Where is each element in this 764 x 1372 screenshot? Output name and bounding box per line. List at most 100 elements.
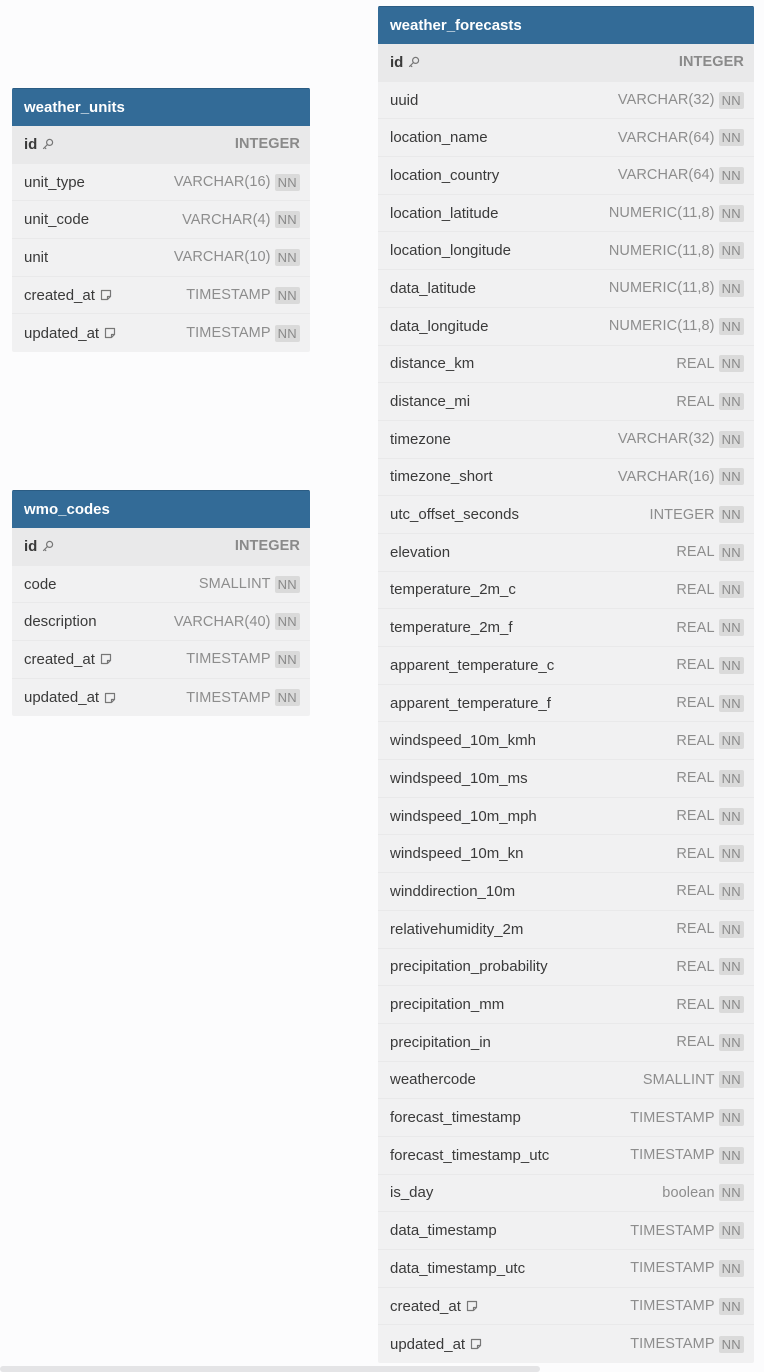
key-icon bbox=[42, 138, 54, 150]
note-icon[interactable] bbox=[100, 289, 112, 301]
primary-key-row[interactable]: id INTEGER bbox=[12, 528, 310, 566]
not-null-badge: NN bbox=[718, 1071, 744, 1089]
note-icon[interactable] bbox=[104, 692, 116, 704]
column-name-cell: created_at bbox=[390, 1298, 630, 1315]
column-name-cell: unit_code bbox=[24, 211, 182, 228]
note-icon[interactable] bbox=[100, 653, 112, 665]
column-type: NUMERIC(11,8) bbox=[608, 205, 715, 222]
column-name: location_country bbox=[390, 166, 500, 184]
column-name-cell: apparent_temperature_c bbox=[390, 657, 676, 674]
column-name-cell: winddirection_10m bbox=[390, 883, 676, 900]
not-null-badge: NN bbox=[718, 694, 744, 712]
table-header-weather-forecasts[interactable]: weather_forecasts bbox=[378, 6, 754, 44]
note-icon[interactable] bbox=[104, 327, 116, 339]
column-name-cell: elevation bbox=[390, 544, 676, 561]
table-header-weather-units[interactable]: weather_units bbox=[12, 88, 310, 126]
column-type: TIMESTAMP bbox=[630, 1260, 715, 1277]
column-name-cell: precipitation_mm bbox=[390, 996, 676, 1013]
column-name-cell: unit_type bbox=[24, 174, 174, 191]
column-type: INTEGER bbox=[678, 54, 744, 71]
not-null-badge: NN bbox=[718, 807, 744, 825]
column-name: elevation bbox=[390, 543, 451, 561]
column-name-cell: uuid bbox=[390, 92, 618, 109]
column-name-cell: updated_at bbox=[24, 689, 186, 706]
horizontal-scrollbar[interactable] bbox=[0, 1366, 540, 1372]
column-type: INTEGER bbox=[234, 538, 300, 555]
column-type: boolean bbox=[662, 1184, 715, 1201]
not-null-badge: NN bbox=[718, 129, 744, 147]
column-type: TIMESTAMP bbox=[186, 325, 271, 342]
column-type: TIMESTAMP bbox=[186, 287, 271, 304]
column-name-cell: id bbox=[390, 54, 679, 71]
not-null-badge: NN bbox=[718, 845, 744, 863]
column-type: REAL bbox=[676, 393, 715, 410]
column-name: unit bbox=[24, 248, 49, 266]
note-icon[interactable] bbox=[466, 1300, 478, 1312]
note-icon[interactable] bbox=[470, 1338, 482, 1350]
column-name-cell: code bbox=[24, 576, 199, 593]
column-type: TIMESTAMP bbox=[630, 1222, 715, 1239]
table-header-wmo-codes[interactable]: wmo_codes bbox=[12, 490, 310, 528]
column-name-cell: location_country bbox=[390, 167, 618, 184]
column-name-cell: data_timestamp bbox=[390, 1222, 630, 1239]
column-name: unit_code bbox=[24, 211, 90, 229]
column-type: VARCHAR(16) bbox=[617, 468, 715, 485]
column-type: SMALLINT bbox=[198, 576, 271, 593]
column-name: id bbox=[24, 537, 38, 555]
column-type: REAL bbox=[676, 883, 715, 900]
not-null-badge: NN bbox=[718, 468, 744, 486]
not-null-badge: NN bbox=[718, 430, 744, 448]
not-null-badge: NN bbox=[718, 506, 744, 524]
not-null-badge: NN bbox=[718, 1109, 744, 1127]
column-type: INTEGER bbox=[234, 136, 300, 153]
